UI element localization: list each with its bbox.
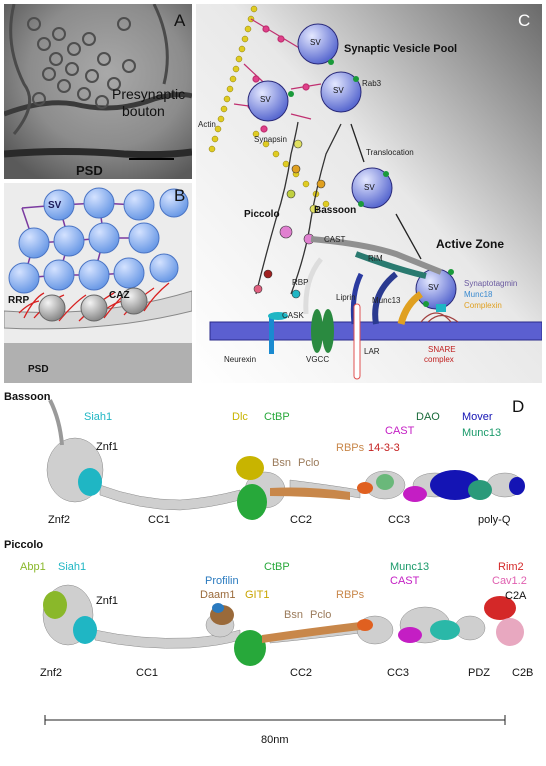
piccolo-siah1: Siah1 — [58, 561, 87, 573]
snare-label-line2: complex — [424, 355, 454, 364]
piccolo-cc1: CC1 — [136, 667, 159, 679]
munc13-label: Munc13 — [372, 296, 401, 305]
piccolo-munc13: Munc13 — [390, 561, 430, 573]
neurexin-label: Neurexin — [224, 355, 257, 364]
sv-label-3: SV — [260, 95, 271, 104]
bouton-label-line2: bouton — [122, 103, 165, 119]
piccolo-znf2: Znf2 — [40, 667, 63, 679]
bassoon-cc1: CC1 — [148, 514, 171, 526]
psd-label: PSD — [76, 163, 103, 178]
bassoon-rbps: RBPs — [336, 442, 365, 454]
bassoon-mover: Mover — [462, 411, 493, 423]
sv-label-2: SV — [333, 86, 344, 95]
piccolo-bsn: Bsn — [284, 609, 303, 621]
bassoon-cast: CAST — [385, 425, 415, 437]
panel-c-model: C Synaptic Vesicle Pool SV SV SV SV SV R… — [196, 4, 542, 383]
panel-letter: B — [174, 186, 186, 205]
synapsin-label: Synapsin — [254, 135, 287, 144]
active-zone-label: Active Zone — [436, 237, 505, 251]
panel-letter: D — [512, 397, 525, 416]
bassoon-bsn: Bsn — [272, 457, 291, 469]
piccolo-title: Piccolo — [4, 539, 44, 551]
rab3-label: Rab3 — [362, 79, 382, 88]
translocation-label: Translocation — [366, 148, 414, 157]
synaptotagmin-label: Synaptotagmin — [464, 279, 518, 288]
structures-drawing — [42, 399, 525, 725]
sv-label: SV — [48, 200, 62, 211]
schematic-drawing — [4, 187, 192, 383]
rim-label: RIM — [368, 254, 383, 263]
psd-label: PSD — [28, 364, 49, 375]
piccolo-rim2: Rim2 — [498, 561, 524, 573]
panel-b-schematic: B SV RRP CAZ PSD — [4, 183, 192, 383]
bouton-label-line1: Presynaptic — [112, 86, 186, 102]
bassoon-munc13: Munc13 — [462, 427, 502, 439]
piccolo-daam1: Daam1 — [200, 589, 236, 601]
bassoon-ctbp: CtBP — [264, 411, 290, 423]
piccolo-c2a: C2A — [505, 590, 527, 602]
sv-label-4: SV — [364, 183, 375, 192]
actin-label: Actin — [198, 120, 216, 129]
vgcc-label: VGCC — [306, 355, 330, 364]
bassoon-title: Bassoon — [4, 391, 51, 403]
piccolo-cast: CAST — [390, 575, 420, 587]
lar-label: LAR — [364, 347, 380, 356]
active-zone-diagram — [196, 4, 542, 383]
piccolo-pclo: Pclo — [310, 609, 332, 621]
bassoon-dlc: Dlc — [232, 411, 248, 423]
bassoon-dao: DAO — [416, 411, 440, 423]
bassoon-poly-q: poly-Q — [478, 514, 511, 526]
piccolo-git1: GIT1 — [245, 589, 270, 601]
panel-letter: A — [174, 11, 186, 30]
complexin-label: Complexin — [464, 301, 502, 310]
bassoon-cc3: CC3 — [388, 514, 411, 526]
piccolo-cav12: Cav1.2 — [492, 575, 527, 587]
sv-label-5: SV — [428, 283, 439, 292]
piccolo-ctbp: CtBP — [264, 561, 290, 573]
piccolo-label: Piccolo — [244, 209, 280, 220]
rbp-label: RBP — [292, 278, 309, 287]
micrograph-image — [4, 4, 192, 179]
bassoon-znf2: Znf2 — [48, 514, 71, 526]
bassoon-14-3-3: 14-3-3 — [368, 442, 400, 454]
panel-a-micrograph: A Presynaptic bouton PSD — [4, 4, 192, 179]
bassoon-pclo: Pclo — [298, 457, 320, 469]
scale-bar-label: 80nm — [261, 734, 289, 746]
synaptic-vesicle-pool-label: Synaptic Vesicle Pool — [344, 43, 458, 55]
bassoon-znf1: Znf1 — [96, 441, 119, 453]
panel-d-structures: D Bassoon Siah1 Dlc CtBP DAO Mover CAST … — [0, 390, 546, 766]
piccolo-pdz: PDZ — [468, 667, 490, 679]
cast-label: CAST — [324, 235, 346, 244]
cask-label: CASK — [282, 311, 304, 320]
snare-label-line1: SNARE — [428, 345, 456, 354]
piccolo-cc3: CC3 — [387, 667, 410, 679]
liprin-label: Liprin — [336, 293, 356, 302]
bassoon-label: Bassoon — [314, 205, 357, 216]
piccolo-cc2: CC2 — [290, 667, 313, 679]
bassoon-cc2: CC2 — [290, 514, 313, 526]
piccolo-profilin: Profilin — [205, 575, 239, 587]
bassoon-siah1: Siah1 — [84, 411, 113, 423]
piccolo-rbps: RBPs — [336, 589, 365, 601]
caz-label: CAZ — [109, 290, 130, 301]
piccolo-znf1: Znf1 — [96, 595, 119, 607]
sv-label-1: SV — [310, 38, 321, 47]
panel-letter: C — [518, 11, 531, 30]
rrp-label: RRP — [8, 295, 30, 306]
munc18-label: Munc18 — [464, 290, 493, 299]
piccolo-abp1: Abp1 — [20, 561, 46, 573]
piccolo-c2b: C2B — [512, 667, 534, 679]
